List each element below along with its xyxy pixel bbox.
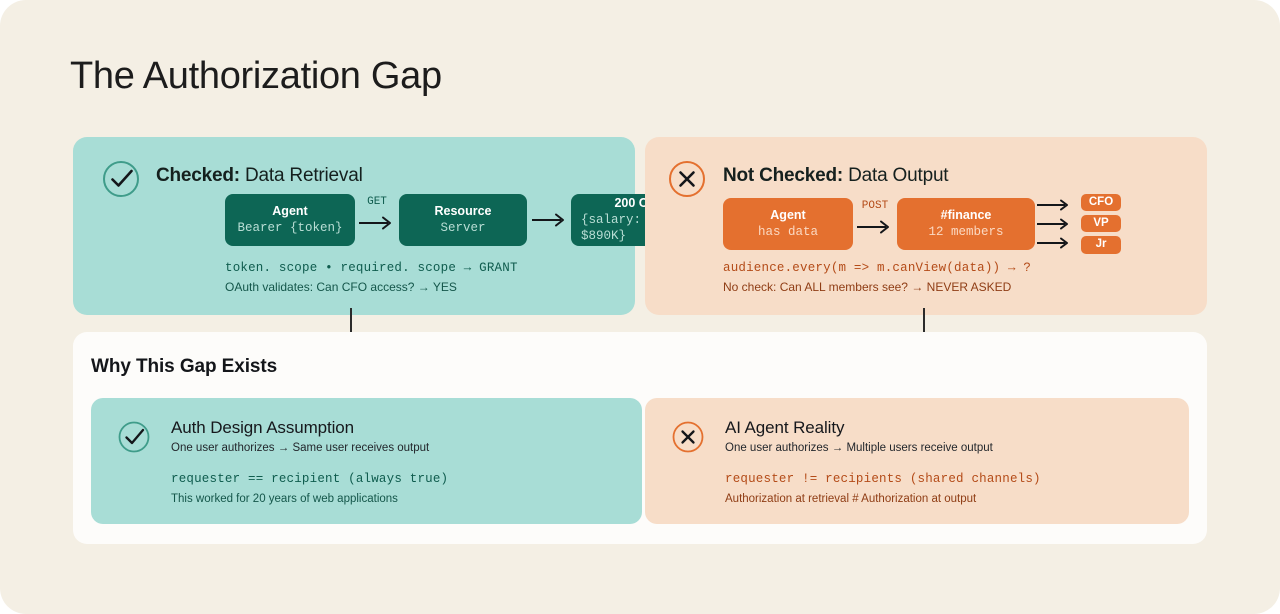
note-line-oauth: OAuth validates: Can CFO access? → YES [225,280,457,295]
card-body: Auth Design Assumption One user authoriz… [171,418,624,508]
recipient-chip-cfo: CFO [1081,194,1121,212]
node-agent: Agent Bearer {token} [225,194,355,246]
node-agent-sub: has data [757,224,818,239]
node-agent-title: Agent [272,204,308,219]
arrow-response [527,194,571,246]
card-footnote: This worked for 20 years of web applicat… [171,493,398,506]
check-circle-icon [117,420,151,454]
node-resource-sub: Server [440,220,486,235]
fanout-arrows [1035,198,1079,250]
recipient-chip-vp: VP [1081,215,1121,233]
recipient-chip-list: CFO VP Jr [1081,194,1121,254]
node-agent-title: Agent [770,207,806,222]
panel-title-rest: Data Output [843,165,949,186]
arrow-right-icon [532,213,564,227]
panel-checked-data-retrieval: Checked: Data Retrieval Agent Bearer {to… [73,137,701,315]
arrow-post-label: POST [861,199,889,212]
panel-title-strong: Checked: [156,165,240,186]
card-title: AI Agent Reality [725,418,845,437]
node-agent-has-data: Agent has data [723,197,853,250]
flow-output: Agent has data POST #finance 12 members [723,194,1121,254]
card-footnote: Authorization at retrieval # Authorizati… [725,493,977,506]
card-body: AI Agent Reality One user authorizes → M… [725,418,1171,508]
arrow-get-label: GET [367,196,387,208]
code-block-output: audience.every(m => m.canView(data)) → ?… [723,259,1031,298]
section-heading: Why This Gap Exists [91,356,278,377]
node-agent-sub: Bearer {token} [237,220,343,235]
node-resource-server: Resource Server [399,194,527,246]
note-line-no-check: No check: Can ALL members see? → NEVER A… [723,280,1012,295]
section-why-this-gap-exists: Why This Gap Exists Auth Design Assumpti… [73,332,1207,544]
panel-title-strong: Not Checked: [723,165,844,186]
arrow-right-icon [359,216,391,230]
panel-title-not-checked: Not Checked: Data Output [723,165,949,186]
arrow-fanout-icon [1037,199,1068,249]
code-line-grant: token. scope • required. scope → GRANT [225,261,518,275]
card-description: One user authorizes → Multiple users rec… [725,442,993,455]
node-finance-title: #finance [940,207,992,222]
check-circle-icon [101,159,141,199]
recipient-chip-jr: Jr [1081,236,1121,254]
x-circle-icon [667,159,707,199]
arrow-get: GET [355,194,399,246]
card-auth-design-assumption: Auth Design Assumption One user authoriz… [91,398,642,524]
card-ai-agent-reality: AI Agent Reality One user authorizes → M… [645,398,1189,524]
x-circle-icon [671,420,705,454]
node-200-ok-sub: {salary: $890K} [581,212,642,243]
code-line-audience: audience.every(m => m.canView(data)) → ? [723,261,1032,275]
panel-title-rest: Data Retrieval [239,165,363,186]
arrow-post: POST [853,198,897,250]
code-block-retrieval: token. scope • required. scope → GRANT O… [225,259,518,298]
panel-not-checked-data-output: Not Checked: Data Output Agent has data … [645,137,1207,315]
node-finance-sub: 12 members [928,224,1004,239]
flow-retrieval: Agent Bearer {token} GET Resource Server [225,194,701,246]
node-finance-channel: #finance 12 members [897,197,1035,250]
panel-title-checked: Checked: Data Retrieval [156,166,363,185]
node-resource-title: Resource [434,204,492,219]
card-code-line: requester == recipient (always true) [171,471,449,486]
card-description: One user authorizes → Same user receives… [171,442,430,455]
arrow-right-icon [857,220,889,234]
page-title: The Authorization Gap [70,55,442,97]
card-title: Auth Design Assumption [171,418,355,437]
card-code-line: requester != recipients (shared channels… [725,471,1041,486]
